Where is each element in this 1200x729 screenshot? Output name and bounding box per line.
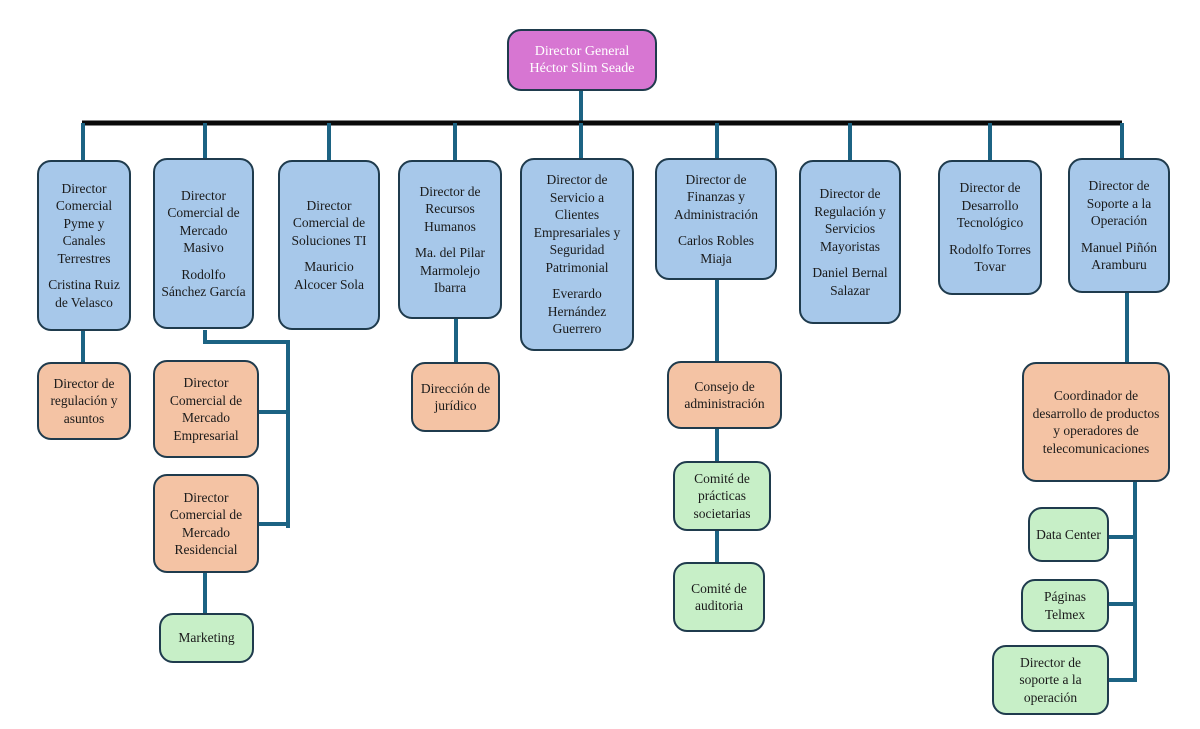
subunit-label: Director Comercial de Mercado Residencia… (169, 489, 243, 558)
subunit-label: Dirección de jurídico (420, 380, 491, 414)
director-title: Director de Servicio a Clientes Empresar… (533, 172, 621, 275)
director-name: Everardo Hernández Guerrero (547, 286, 607, 337)
director-name: Rodolfo Sánchez García (161, 266, 246, 300)
director-title: Director Comercial Pyme y Canales Terres… (55, 180, 113, 266)
subunit-soporte-operacion: Director de soporte a la operación (992, 645, 1109, 715)
director-name: Rodolfo Torres Tovar (949, 241, 1031, 275)
director-box-finanzas: Director de Finanzas y Administración Ca… (655, 158, 777, 280)
director-box-rrhh: Director de Recursos Humanos Ma. del Pil… (398, 160, 502, 319)
director-title: Director Comercial de Mercado Masivo (167, 187, 240, 256)
subunit-consejo: Consejo de administración (667, 361, 782, 429)
director-title: Director de Recursos Humanos (419, 183, 481, 234)
director-name: Mauricio Alcocer Sola (293, 259, 365, 292)
ceo-box: Director General Héctor Slim Seade (507, 29, 657, 91)
director-title: Director de Finanzas y Administración (674, 171, 758, 222)
subunit-mercado-empresarial: Director Comercial de Mercado Empresaria… (153, 360, 259, 458)
subunit-data-center: Data Center (1028, 507, 1109, 562)
director-box-soporte: Director de Soporte a la Operación Manue… (1068, 158, 1170, 293)
subunit-mercado-residencial: Director Comercial de Mercado Residencia… (153, 474, 259, 573)
director-name: Manuel Piñón Aramburu (1080, 239, 1158, 273)
director-name: Ma. del Pilar Marmolejo Ibarra (414, 245, 486, 295)
subunit-label: Marketing (178, 630, 235, 646)
director-title: Director de Desarrollo Tecnológico (956, 180, 1024, 231)
subunit-coordinador: Coordinador de desarrollo de productos y… (1022, 362, 1170, 482)
ceo-name: Héctor Slim Seade (529, 61, 635, 76)
subunit-label: Director Comercial de Mercado Empresaria… (169, 375, 243, 443)
subunit-label: Consejo de administración (684, 378, 765, 412)
ceo-title: Director General (534, 43, 630, 59)
director-box-desarrollo: Director de Desarrollo Tecnológico Rodol… (938, 160, 1042, 295)
director-title: Director Comercial de Soluciones TI (291, 197, 367, 248)
subunit-label: Coordinador de desarrollo de productos y… (1032, 388, 1160, 456)
subunit-label: Comité de prácticas societarias (693, 470, 751, 521)
subunit-marketing: Marketing (159, 613, 254, 663)
subunit-label: Páginas Telmex (1044, 589, 1086, 622)
subunit-label: Director de soporte a la operación (1019, 654, 1082, 705)
subunit-comite-auditoria: Comité de auditoria (673, 562, 765, 632)
director-title: Director de Soporte a la Operación (1086, 178, 1152, 229)
director-box-pyme: Director Comercial Pyme y Canales Terres… (37, 160, 131, 331)
subunit-label: Data Center (1036, 526, 1101, 542)
director-name: Daniel Bernal Salazar (812, 265, 888, 298)
director-name: Carlos Robles Miaja (677, 233, 755, 266)
subunit-label: Comité de auditoria (691, 580, 747, 614)
subunit-comite-practicas: Comité de prácticas societarias (673, 461, 771, 531)
subunit-paginas-telmex: Páginas Telmex (1021, 579, 1109, 632)
director-box-regulacion: Director de Regulación y Servicios Mayor… (799, 160, 901, 324)
director-box-soluciones-ti: Director Comercial de Soluciones TI Maur… (278, 160, 380, 330)
subunit-regulacion-asuntos: Director de regulación y asuntos (37, 362, 131, 440)
subunit-label: Director de regulación y asuntos (50, 375, 118, 426)
director-box-servicio-clientes: Director de Servicio a Clientes Empresar… (520, 158, 634, 351)
director-name: Cristina Ruiz de Velasco (48, 277, 120, 310)
director-box-masivo: Director Comercial de Mercado Masivo Rod… (153, 158, 254, 329)
director-title: Director de Regulación y Servicios Mayor… (814, 186, 886, 254)
subunit-juridico: Dirección de jurídico (411, 362, 500, 432)
